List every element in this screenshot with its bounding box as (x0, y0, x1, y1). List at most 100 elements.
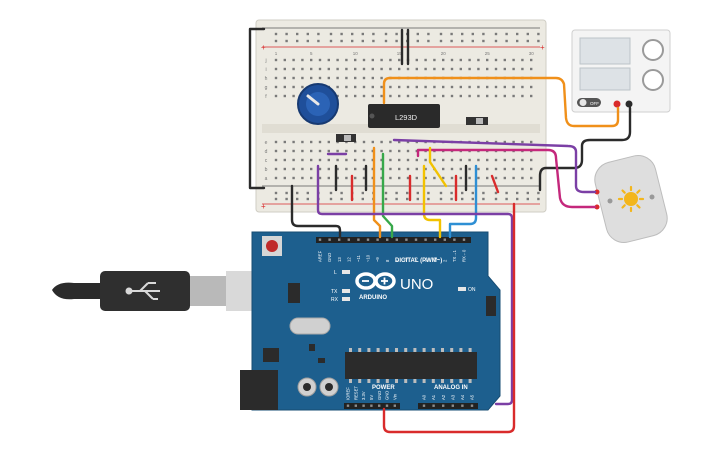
header-pin[interactable] (385, 404, 389, 407)
breadboard-hole (486, 94, 489, 98)
breadboard-hole (380, 167, 383, 171)
rail-hole (296, 191, 299, 195)
header-pin[interactable] (405, 238, 408, 241)
supply-positive-terminal[interactable] (613, 100, 621, 108)
breadboard-hole (345, 85, 348, 89)
header-pin[interactable] (414, 238, 418, 241)
breadboard-hole (433, 67, 436, 71)
rail-hole (329, 32, 333, 36)
breadboard-hole (336, 76, 339, 80)
header-pin[interactable] (376, 238, 379, 241)
header-pin[interactable] (451, 404, 454, 407)
header-pin[interactable] (393, 404, 396, 407)
chip-pin (358, 379, 362, 383)
current-display (579, 67, 631, 91)
breadboard-hole (310, 67, 313, 71)
breadboard-hole (292, 76, 295, 80)
header-pin[interactable] (346, 404, 350, 407)
pin-label: 8 (385, 259, 390, 262)
rail-hole (526, 39, 529, 43)
current-knob[interactable] (642, 69, 664, 91)
header-pin[interactable] (370, 404, 373, 407)
header-pin[interactable] (378, 404, 381, 407)
breadboard-hole (362, 149, 366, 153)
breadboard-hole (292, 158, 295, 162)
breadboard-hole (318, 176, 322, 180)
rail-hole (482, 191, 485, 195)
rail-hole (516, 191, 519, 195)
header-pin[interactable] (432, 404, 435, 407)
header-pin[interactable] (328, 238, 331, 241)
rail-hole (372, 39, 375, 43)
breadboard-hole (433, 158, 436, 162)
breadboard-hole (274, 58, 278, 62)
breadboard-hole (345, 76, 348, 80)
chip-pin (349, 379, 352, 383)
pin-label: ~6 (404, 257, 409, 262)
header-pin[interactable] (354, 404, 357, 407)
led-on (458, 287, 466, 291)
chip-pin (404, 379, 408, 383)
icsp-header-usb (288, 283, 300, 303)
rail-hole (526, 197, 529, 201)
breadboard-hole (301, 85, 304, 89)
breadboard-hole (362, 76, 366, 80)
breadboard-hole (459, 176, 462, 180)
header-pin[interactable] (362, 404, 365, 407)
breadboard-hole (283, 76, 286, 80)
rail-hole (361, 32, 364, 36)
breadboard-hole (406, 176, 410, 180)
pin-label: RX←0 (462, 249, 467, 262)
rail-hole (285, 39, 288, 43)
breadboard-hole (345, 94, 348, 98)
breadboard-hole (274, 149, 278, 153)
supply-negative-terminal[interactable] (625, 100, 633, 108)
chip-pin (385, 379, 389, 383)
chip-pin (367, 379, 371, 383)
potentiometer[interactable] (297, 83, 339, 125)
breadboard-hole (336, 149, 339, 153)
rail-hole (340, 197, 343, 201)
breadboard-hole (336, 158, 339, 162)
header-pin[interactable] (442, 404, 445, 407)
header-pin[interactable] (434, 238, 437, 241)
motor-terminal-2[interactable] (594, 204, 600, 210)
breadboard-hole (450, 158, 454, 162)
rail-hole (351, 32, 354, 36)
breadboard-hole (494, 158, 498, 162)
column-number: 30 (529, 51, 535, 56)
pin-label: 7 (394, 259, 399, 262)
led-on-label: ON (468, 287, 476, 293)
header-pin[interactable] (338, 238, 341, 241)
header-pin[interactable] (470, 404, 474, 407)
breadboard-hole (468, 158, 471, 162)
wire-orange-supply-positive (382, 76, 620, 128)
header-pin[interactable] (462, 238, 466, 241)
breadboard-hole (530, 158, 533, 162)
row-letter: e (265, 140, 268, 146)
breadboard-hole (362, 85, 366, 89)
breadboard-hole (442, 94, 445, 98)
breadboard-hole (477, 67, 480, 71)
rail-hole (285, 197, 288, 201)
header-pin[interactable] (318, 238, 322, 241)
header-pin[interactable] (443, 238, 446, 241)
breadboard-hole (398, 67, 401, 71)
chip-pin (404, 348, 408, 352)
chip-pin (395, 348, 398, 352)
header-pin[interactable] (366, 238, 370, 241)
header-pin[interactable] (357, 238, 360, 241)
header-pin[interactable] (395, 238, 398, 241)
breadboard-hole (301, 149, 304, 153)
motor-terminal-1[interactable] (594, 189, 600, 195)
header-pin[interactable] (424, 238, 427, 241)
breadboard-hole (468, 85, 471, 89)
header-pin[interactable] (453, 238, 456, 241)
header-pin[interactable] (461, 404, 464, 407)
voltage-knob[interactable] (642, 39, 664, 61)
breadboard-hole (450, 58, 454, 62)
header-pin[interactable] (347, 238, 350, 241)
breadboard-hole (389, 94, 392, 98)
header-pin[interactable] (422, 404, 426, 407)
header-pin[interactable] (386, 238, 389, 241)
